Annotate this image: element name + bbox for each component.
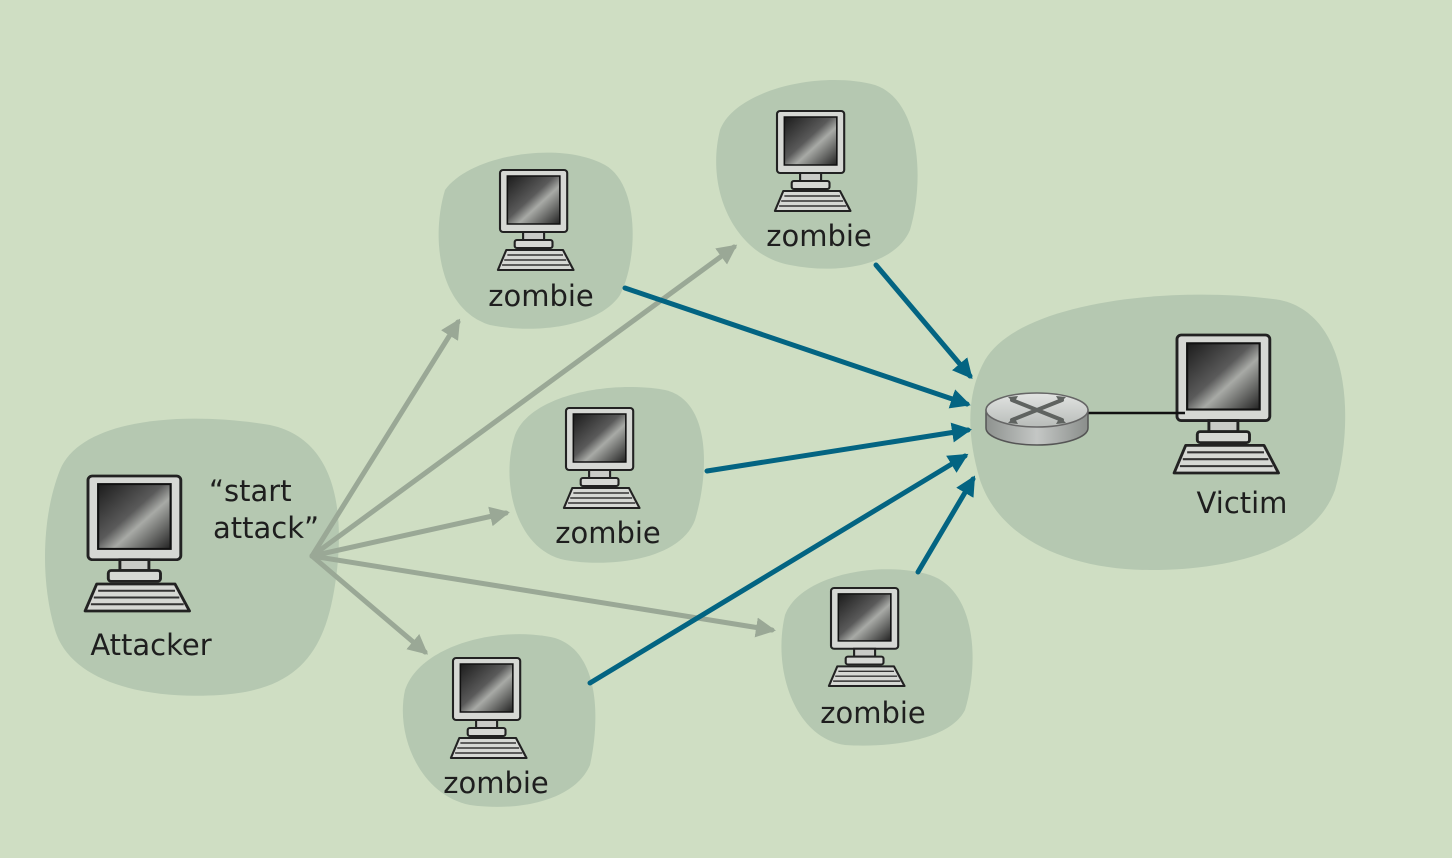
command-arrow-3 — [309, 506, 510, 559]
computer-icon — [562, 406, 641, 510]
zombie-label-1: zombie — [488, 279, 594, 313]
command-label-line2: attack” — [213, 511, 320, 545]
command-label-line1: “start — [209, 474, 292, 508]
attacker-label: Attacker — [90, 628, 212, 662]
command-arrow-4 — [309, 553, 776, 638]
command-arrow-5 — [309, 553, 429, 655]
zombie-label-5: zombie — [820, 696, 926, 730]
computer-icon — [83, 474, 191, 613]
computer-icon — [449, 656, 528, 760]
router-icon — [985, 392, 1089, 446]
attack-arrow-5 — [915, 475, 976, 575]
command-arrow-1 — [309, 318, 461, 559]
attack-arrow-3 — [704, 422, 972, 474]
computer-icon — [1172, 333, 1280, 475]
attack-arrow-4 — [587, 453, 969, 686]
computer-icon — [496, 168, 575, 272]
attack-arrow-1 — [622, 285, 971, 409]
computer-icon — [773, 109, 852, 213]
zombie-label-2: zombie — [766, 219, 872, 253]
attack-arrows — [587, 262, 976, 686]
zombie-label-3: zombie — [555, 516, 661, 550]
victim-label: Victim — [1196, 486, 1288, 520]
attack-arrow-2 — [873, 262, 973, 380]
computer-icon — [827, 586, 906, 688]
zombie-label-4: zombie — [443, 766, 549, 800]
